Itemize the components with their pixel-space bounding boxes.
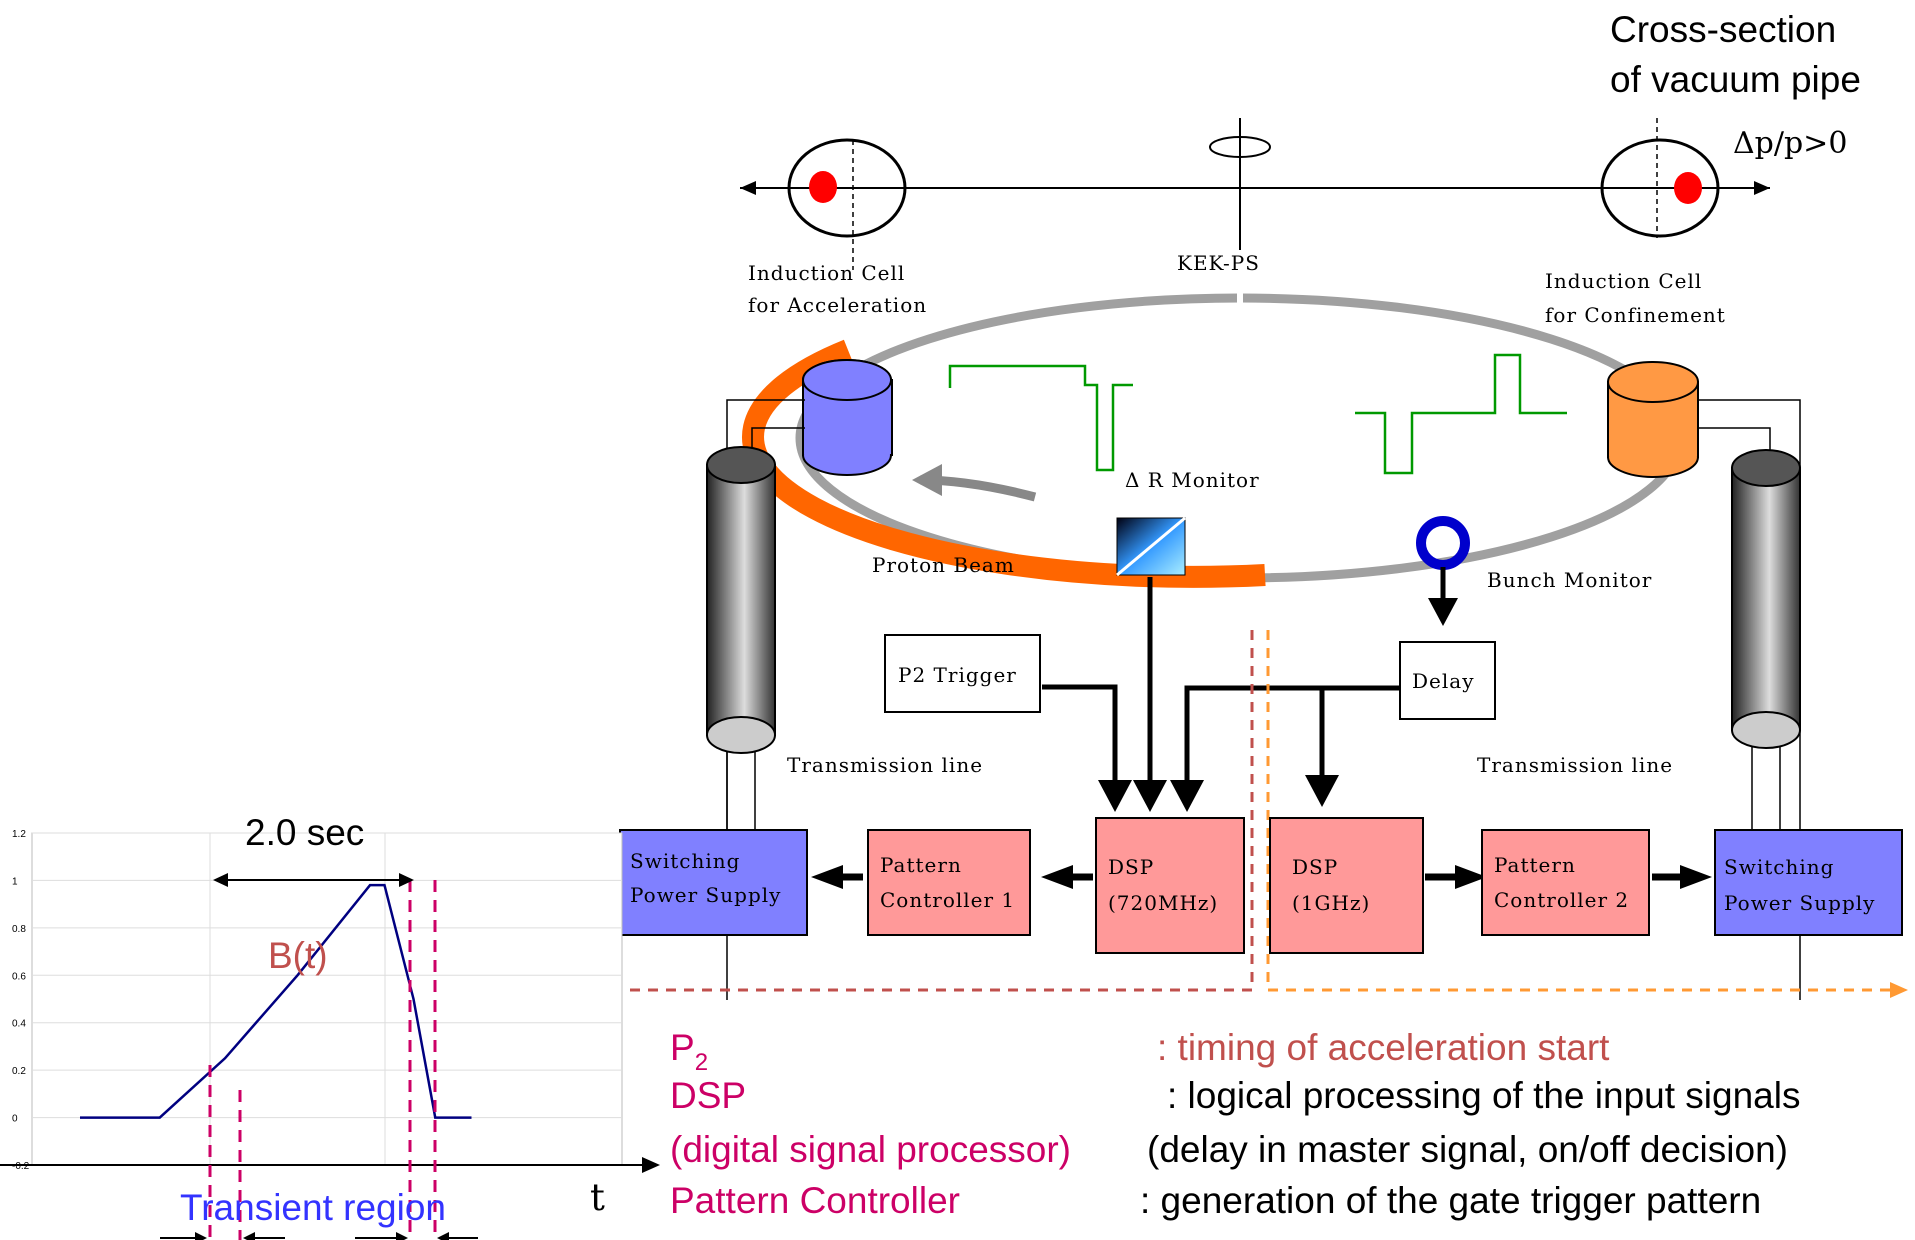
cell-conf-label-1: Induction Cell <box>1545 269 1702 293</box>
bt-chart: 1.2 1 0.8 0.6 0.4 0.2 0 -0.2 <box>0 829 660 1240</box>
cross-section-right <box>1600 138 1720 238</box>
legend-dsp-full-desc: (delay in master signal, on/off decision… <box>1147 1129 1788 1170</box>
cross-section-left <box>787 138 907 238</box>
legend-dsp-term: DSP <box>670 1075 746 1116</box>
dsp2-2: (1GHz) <box>1292 891 1370 915</box>
sps-right-box <box>1714 829 1903 936</box>
cross-section-title-1: Cross-section <box>1610 9 1836 50</box>
dr-monitor-icon <box>1116 516 1186 577</box>
transmission-line-left <box>706 446 776 830</box>
transient-region-label: Transient region <box>180 1187 446 1228</box>
kekps-label: KEK-PS <box>1177 251 1260 275</box>
cell-acc-label-1: Induction Cell <box>748 261 905 285</box>
induction-cell-conf <box>1607 361 1699 478</box>
dp-label: Δp/p>0 <box>1733 126 1847 161</box>
bt-curve <box>80 883 472 1119</box>
bunch-monitor-icon <box>1416 516 1470 570</box>
conf-waveform <box>1355 353 1567 475</box>
y-tick-label: 0 <box>12 1114 18 1125</box>
dsp1-2: (720MHz) <box>1108 891 1218 915</box>
legend-p2-desc: : timing of acceleration start <box>1157 1027 1610 1068</box>
delay-label: Delay <box>1412 669 1475 693</box>
legend-p2-term: P2 <box>670 1027 708 1076</box>
sps-right-1: Switching <box>1724 855 1834 879</box>
pc1-box <box>867 829 1031 936</box>
induction-cell-acc <box>802 359 893 476</box>
acc-waveform <box>948 364 1133 472</box>
sps-left-2: Power Supply <box>630 883 781 907</box>
y-tick-label: 0.6 <box>12 971 26 982</box>
legend-pc-term: Pattern Controller <box>670 1180 960 1221</box>
p2-trigger-label: P2 Trigger <box>898 663 1017 687</box>
kekps-ring <box>742 285 1685 588</box>
cell-conf-label-2: for Confinement <box>1545 303 1726 327</box>
cross-section-axis <box>740 118 1770 270</box>
dsp1-1: DSP <box>1108 855 1154 879</box>
pc2-2: Controller 2 <box>1494 888 1629 912</box>
proton-beam-label: Proton Beam <box>872 553 1015 577</box>
y-tick-label: 1 <box>12 876 18 887</box>
pc1-2: Controller 1 <box>880 888 1015 912</box>
y-tick-label: 0.4 <box>12 1019 26 1030</box>
legend-dsp-desc: : logical processing of the input signal… <box>1167 1075 1800 1116</box>
pc2-1: Pattern <box>1494 853 1576 877</box>
sps-left-box <box>619 829 808 936</box>
bunch-monitor-label: Bunch Monitor <box>1487 568 1652 592</box>
sps-left-1: Switching <box>630 849 740 873</box>
y-tick-label: -0.2 <box>12 1161 30 1172</box>
pc2-box <box>1481 829 1650 936</box>
bt-label: B(t) <box>268 935 328 976</box>
sps-right-2: Power Supply <box>1724 891 1875 915</box>
dsp2-box <box>1269 817 1424 954</box>
y-tick-label: 0.2 <box>12 1066 26 1077</box>
tl-left-label: Transmission line <box>787 753 983 777</box>
t-axis-label: t <box>590 1176 605 1219</box>
pc1-1: Pattern <box>880 853 962 877</box>
dsp2-1: DSP <box>1292 855 1338 879</box>
duration-label: 2.0 sec <box>245 812 364 853</box>
transmission-line-right <box>1731 449 1801 830</box>
p2-trigger-box <box>884 634 1041 713</box>
dsp1-box <box>1095 817 1245 954</box>
cross-section-title-2: of vacuum pipe <box>1610 59 1861 100</box>
y-tick-label: 0.8 <box>12 924 26 935</box>
tl-right-label: Transmission line <box>1477 753 1673 777</box>
delay-box <box>1399 641 1496 720</box>
dr-monitor-label: Δ R Monitor <box>1125 468 1260 492</box>
legend-pc-desc: : generation of the gate trigger pattern <box>1140 1180 1761 1221</box>
legend-dsp-full: (digital signal processor) <box>670 1129 1071 1170</box>
y-tick-label: 1.2 <box>12 829 26 840</box>
cell-acc-label-2: for Acceleration <box>748 293 927 317</box>
